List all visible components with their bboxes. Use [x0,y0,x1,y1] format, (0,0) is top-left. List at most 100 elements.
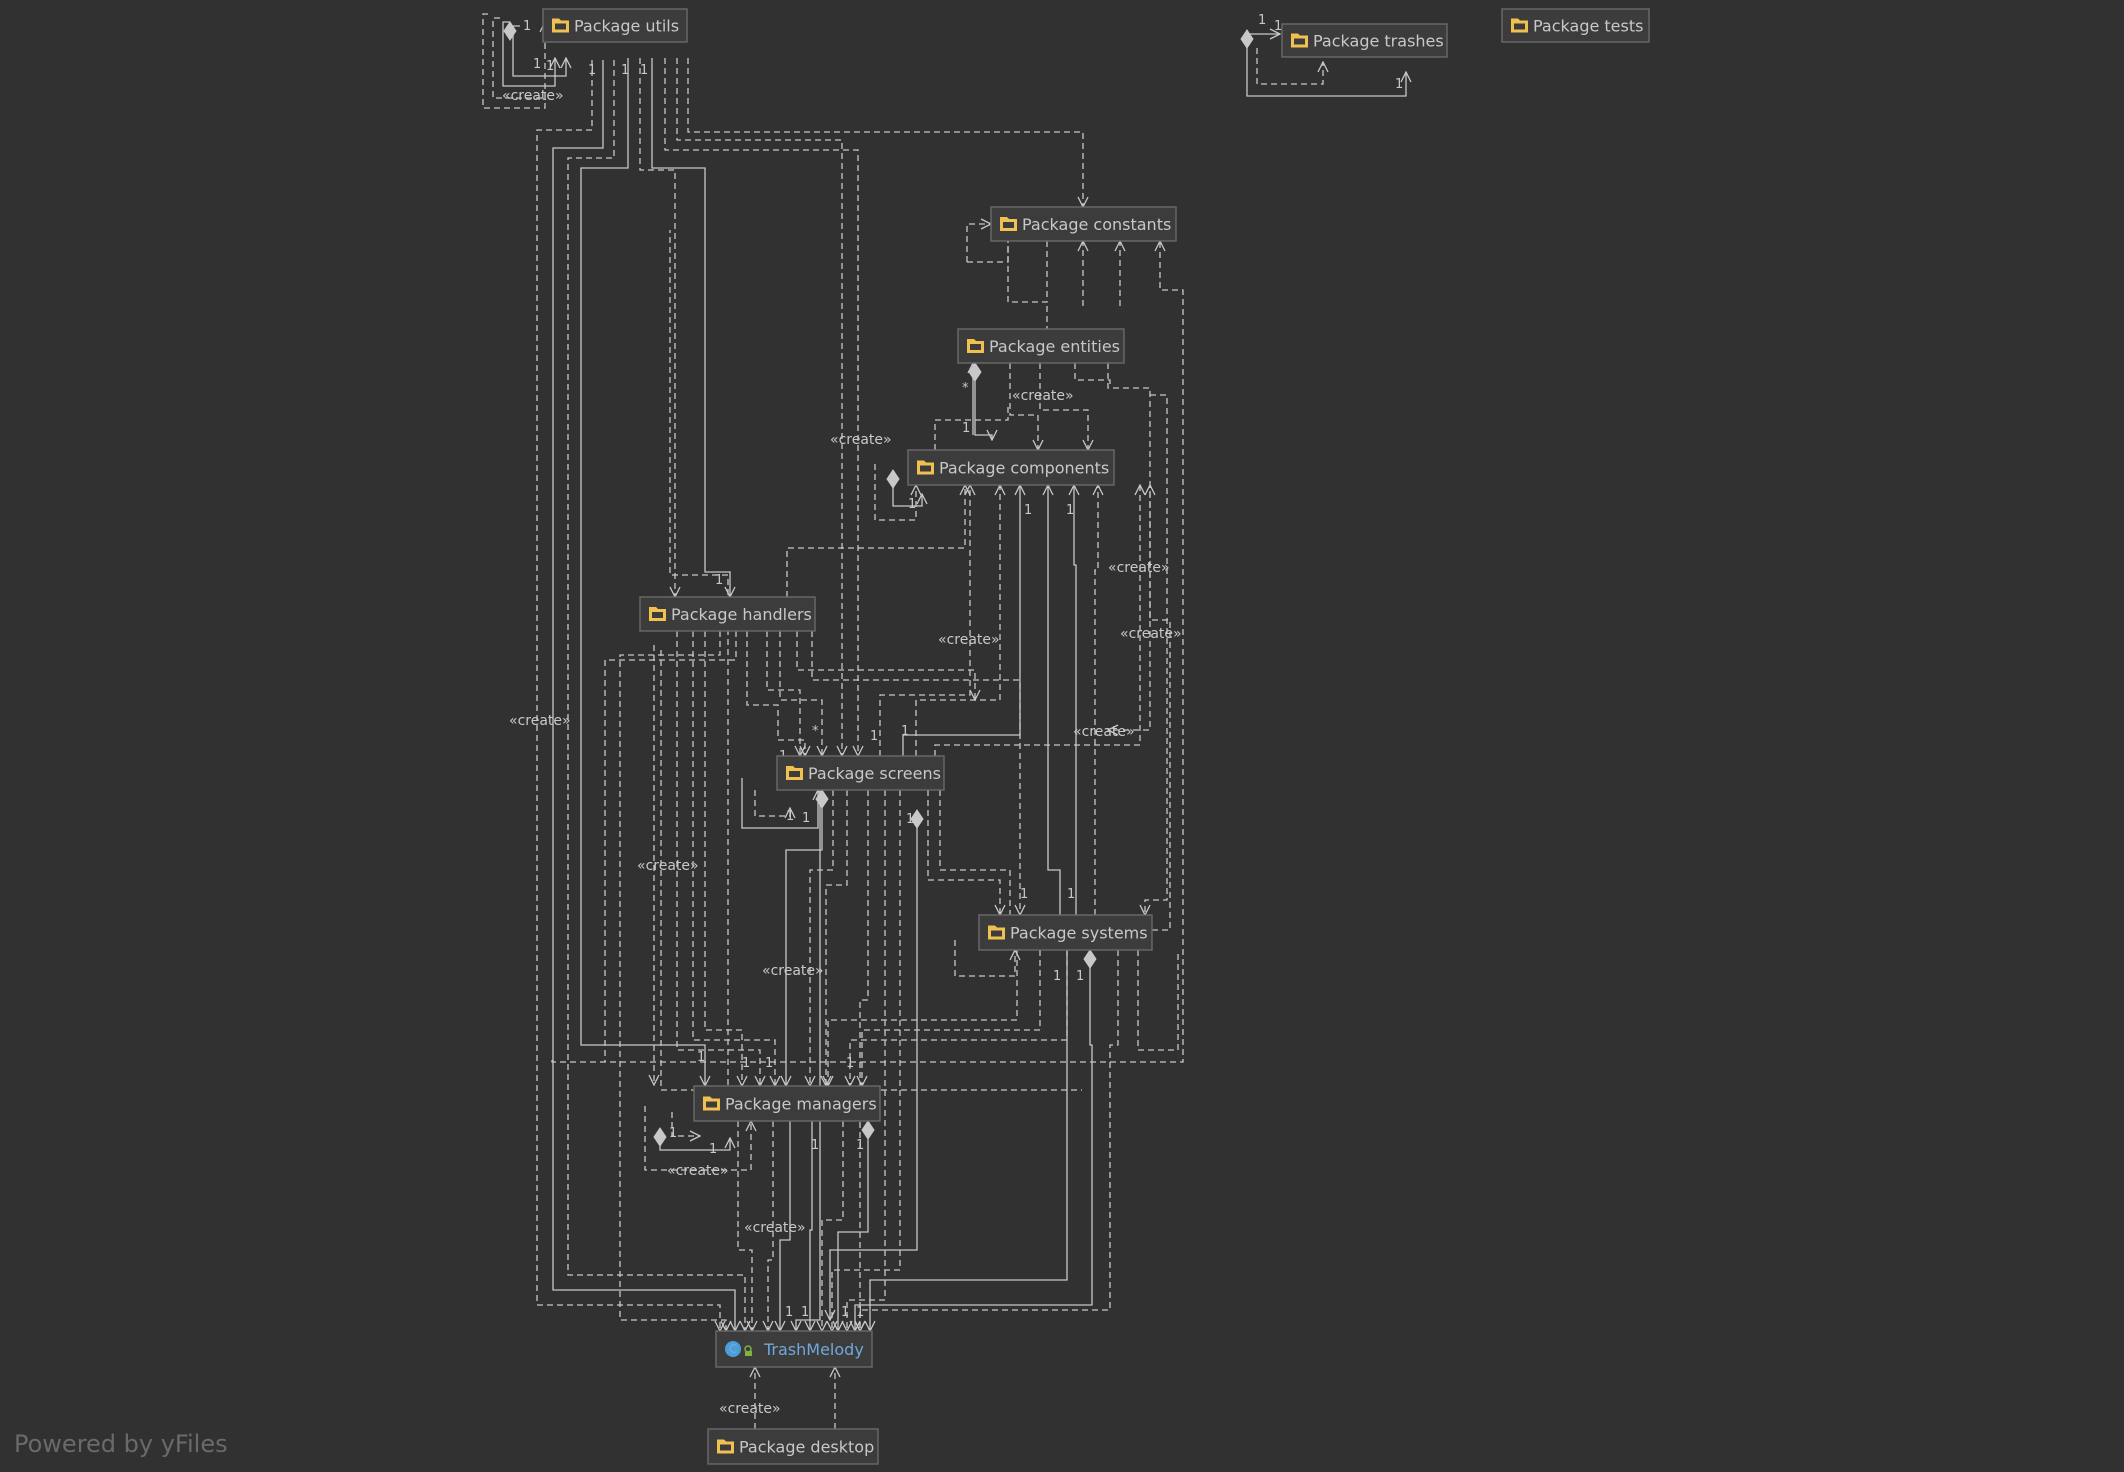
multiplicity-label: 1 [588,63,596,78]
multiplicity-label: 1 [523,19,531,34]
edge [482,13,545,109]
edge [1256,48,1323,85]
multiplicity-label: 1 [621,63,629,78]
edge [874,464,916,521]
edge [536,60,720,1331]
multiplicity-label: 1 [1258,13,1266,28]
edge [766,631,800,756]
multiplicity-label: 1 [533,57,541,72]
edge [939,790,1010,935]
edge [850,950,1068,1086]
composition-diamond [653,1127,667,1147]
multiplicity-label: 1 [709,1142,717,1157]
edge [619,631,726,1331]
edge [1048,485,1061,915]
edge [855,950,1093,1331]
node-components[interactable]: Package components [907,449,1115,486]
composition-diamond [1083,949,1097,969]
edge [779,631,822,756]
node-tests[interactable]: Package tests [1501,8,1650,43]
multiplicity-label: 1 [906,812,914,827]
multiplicity-label: 1 [1024,503,1032,518]
node-systems[interactable]: Package systems [978,914,1153,951]
node-entities[interactable]: Package entities [957,328,1125,364]
folder-icon [1000,217,1017,231]
edge [676,58,842,756]
node-trashes[interactable]: Package trashes [1281,23,1448,58]
edge [860,950,1119,1331]
multiplicity-label: 1 [1020,887,1028,902]
edge [828,950,1018,1086]
edge [639,58,675,597]
multiplicity-label: 1 [870,729,878,744]
multiplicity-label: 1 [841,1305,849,1320]
node-label: TrashMelody [763,1340,864,1359]
multiplicity-label: 1 [1076,969,1084,984]
folder-icon [703,1096,720,1111]
multiplicity-label: 1 [1053,969,1061,984]
create-label: «create» [830,432,892,448]
composition-diamond [503,21,517,41]
edge [860,790,869,1331]
node-label: Package handlers [671,605,812,624]
edge [1145,394,1168,915]
edge [741,778,818,829]
multiplicity-label: 1 [811,1138,819,1153]
edge [786,790,823,1086]
edge [1074,485,1076,915]
edge [796,790,821,1331]
multiplicity-label: 1 [715,573,723,588]
edge [1095,485,1098,915]
edge [704,631,742,1086]
edge [954,940,1015,977]
edge [796,631,975,700]
folder-icon [1291,33,1308,48]
composition-diamond [861,1120,875,1140]
node-label: Package tests [1533,17,1643,36]
multiplicity-label: 1 [846,1056,854,1071]
node-handlers[interactable]: Package handlers [639,596,816,632]
edge [1007,241,1048,303]
edge [671,1112,700,1136]
node-screens[interactable]: Package screens [776,755,945,791]
node-desktop[interactable]: Package desktop [707,1428,879,1465]
folder-icon [649,607,666,621]
dependency-edges [482,13,1406,1429]
edge [879,485,970,756]
create-label: «create» [502,88,564,104]
multiplicity-label: 1 [801,1305,809,1320]
edge [1137,950,1179,1051]
edge [754,790,790,816]
edge [1150,485,1171,931]
node-constants[interactable]: Package constants [990,206,1177,242]
edge [651,58,730,597]
edge [1074,363,1111,386]
edge [862,950,1041,1086]
edge [551,241,1184,1063]
create-label: «create» [719,1401,781,1417]
multiplicity-label: 1 [802,811,810,826]
edge [974,363,992,440]
folder-icon [552,18,569,33]
node-utils[interactable]: Package utils [542,8,688,43]
node-trashmelody[interactable]: c TrashMelody [715,1330,873,1368]
edge [830,810,918,1320]
multiplicity-label: 1 [546,59,554,74]
edge [810,790,834,1086]
edge [1246,30,1406,97]
edge [502,21,555,87]
create-label: «create» [637,858,699,874]
edge [1108,363,1151,730]
edge [580,58,705,1086]
edge [822,1121,844,1331]
access-icon [744,1345,752,1356]
composition-diamond [910,809,924,829]
node-label: Package managers [725,1095,877,1114]
node-managers[interactable]: Package managers [693,1085,881,1122]
edge [927,790,1000,915]
composition-diamond [968,362,982,382]
folder-icon [717,1439,734,1454]
class-icon: c [725,1338,741,1357]
composition-diamond [886,469,900,489]
edge-labels: «create»«create»«create»«create»«create»… [502,13,1403,1417]
